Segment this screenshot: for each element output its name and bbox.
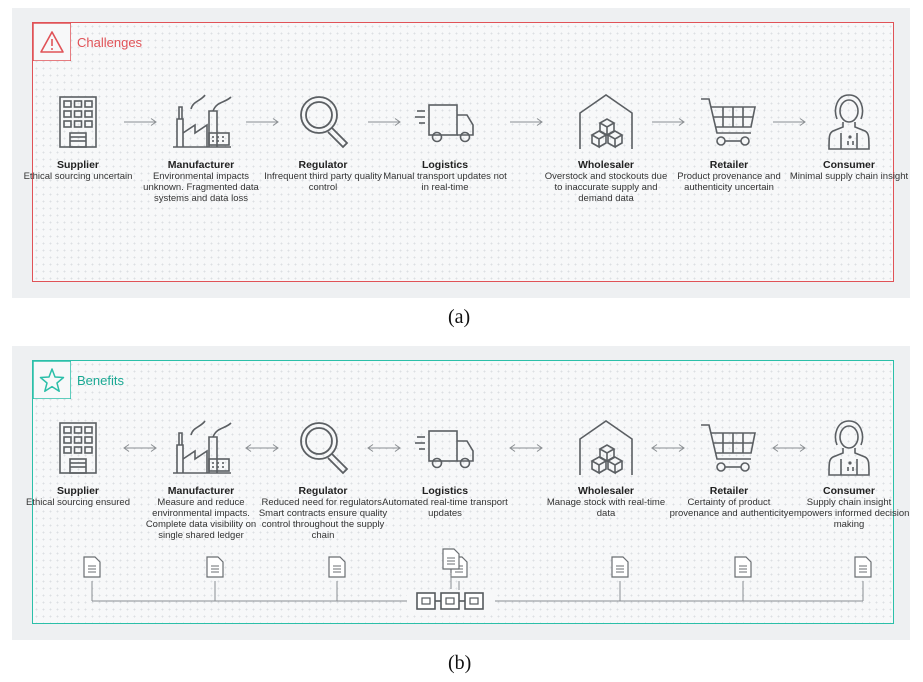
stage-name: Regulator (298, 159, 348, 171)
stage-name: Supplier (56, 485, 99, 497)
benefits-title: Benefits (77, 373, 124, 388)
stage-name: Wholesaler (577, 485, 635, 497)
cart-icon (701, 98, 756, 146)
person-icon (828, 94, 870, 150)
stage-name: Logistics (421, 485, 469, 497)
star-icon (33, 361, 71, 399)
document-icon (83, 556, 101, 578)
arrow-right-icon (246, 118, 279, 126)
truck-icon (415, 104, 474, 143)
stage-description: Manual transport updates not in real-tim… (383, 171, 507, 193)
magnifier-icon (300, 422, 349, 475)
document-icon (328, 556, 346, 578)
factory-icon (173, 420, 232, 474)
caption-a: (a) (448, 306, 471, 328)
stage-name: Consumer (823, 485, 875, 497)
stage-description: Manage stock with real-time data (546, 497, 666, 519)
magnifier-icon (300, 96, 349, 149)
bidirectional-arrow-icon (367, 444, 401, 452)
stage-name: Consumer (823, 159, 875, 171)
stage-description: Automated real-time transport updates (382, 497, 508, 519)
building-icon (59, 422, 97, 474)
stage-description: Environmental impacts unknown. Fragmente… (143, 171, 259, 204)
document-icon (442, 548, 460, 570)
warehouse-icon (579, 94, 633, 149)
bidirectional-arrow-icon (772, 444, 806, 452)
arrow-right-icon (509, 118, 543, 126)
stage-name: Logistics (421, 159, 469, 171)
stage-name: Retailer (709, 485, 749, 497)
cart-icon (701, 424, 756, 472)
bidirectional-arrow-icon (122, 444, 157, 452)
bidirectional-arrow-icon (508, 444, 543, 452)
stage-description: Minimal supply chain insight (789, 171, 909, 182)
caption-b: (b) (448, 652, 472, 674)
stage-description: Overstock and stockouts due to inaccurat… (544, 171, 668, 204)
person-icon (828, 420, 870, 476)
arrow-right-icon (651, 118, 685, 126)
building-icon (59, 96, 97, 148)
bidirectional-arrow-icon (650, 444, 685, 452)
stage-description: Product provenance and authenticity unce… (677, 171, 781, 193)
document-icon (854, 556, 872, 578)
stage-name: Retailer (709, 159, 749, 171)
factory-icon (173, 94, 232, 148)
arrow-right-icon (368, 118, 401, 126)
challenges-title: Challenges (77, 35, 143, 50)
arrow-right-icon (773, 118, 806, 126)
stage-description: Measure and reduce environmental impacts… (145, 497, 257, 541)
stage-description: Infrequent third party quality control (264, 171, 382, 193)
stage-name: Supplier (56, 159, 99, 171)
stage-description: Reduced need for regulators. Smart contr… (258, 497, 388, 541)
warehouse-icon (579, 420, 633, 475)
truck-icon (415, 430, 474, 469)
stage-name: Wholesaler (577, 159, 635, 171)
stage-description: Supply chain insight empowers informed d… (788, 497, 910, 530)
stage-description: Certainty of product provenance and auth… (669, 497, 789, 519)
blockchain-chain-icon (407, 590, 495, 612)
document-icon (206, 556, 224, 578)
stage-description: Ethical sourcing ensured (25, 497, 131, 508)
stage-name: Manufacturer (167, 485, 235, 497)
stage-name: Regulator (298, 485, 348, 497)
document-icon (734, 556, 752, 578)
shared-ledger-diagram (83, 548, 872, 612)
arrow-right-icon (123, 118, 157, 126)
stage-description: Ethical sourcing uncertain (23, 171, 133, 182)
stage-name: Manufacturer (167, 159, 235, 171)
bidirectional-arrow-icon (245, 444, 279, 452)
document-icon (611, 556, 629, 578)
warning-icon (33, 23, 71, 61)
